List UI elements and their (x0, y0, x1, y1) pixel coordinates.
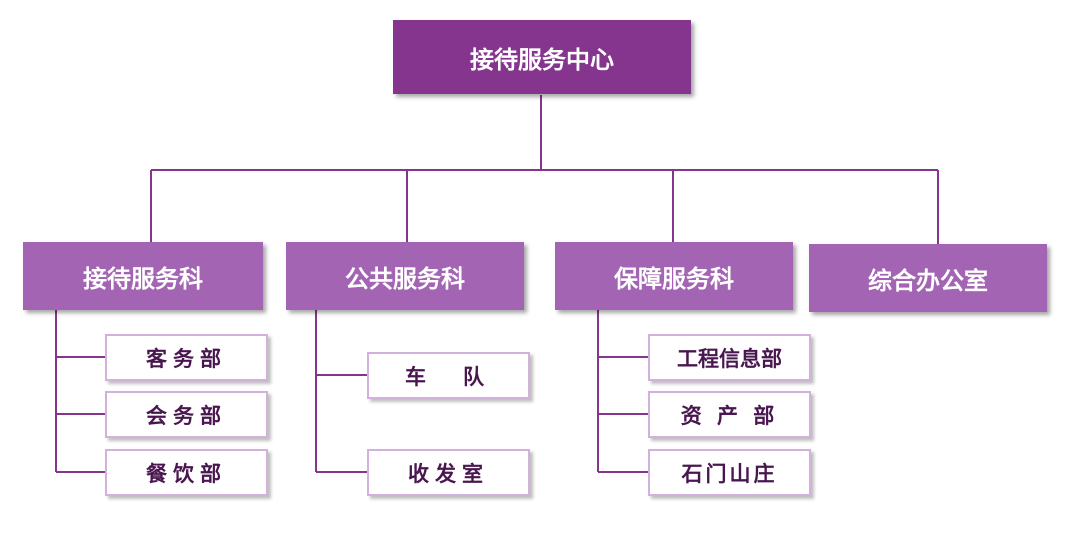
unit-node: 石门山庄 (648, 449, 811, 496)
unit-label: 工程信息部 (677, 346, 782, 371)
unit-node: 工程信息部 (648, 334, 811, 381)
unit-label: 收发室 (408, 461, 489, 486)
unit-node: 会务部 (105, 391, 268, 438)
department-label: 公共服务科 (345, 264, 465, 293)
department-node-support: 保障服务科 (555, 242, 793, 310)
unit-label: 客务部 (146, 346, 227, 371)
unit-node: 收发室 (367, 449, 530, 496)
unit-node: 资 产 部 (648, 391, 811, 438)
unit-label: 餐饮部 (146, 461, 227, 486)
department-node-reception: 接待服务科 (23, 242, 263, 310)
department-node-public: 公共服务科 (286, 242, 524, 310)
department-label: 接待服务科 (83, 264, 203, 293)
unit-node: 餐饮部 (105, 449, 268, 496)
root-node-label: 接待服务中心 (470, 45, 614, 74)
unit-label: 资 产 部 (680, 403, 779, 428)
unit-label: 车 队 (405, 364, 492, 389)
root-node: 接待服务中心 (393, 20, 691, 94)
unit-node: 客务部 (105, 334, 268, 381)
department-node-admin: 综合办公室 (809, 244, 1047, 312)
unit-node: 车 队 (367, 352, 530, 399)
department-label: 综合办公室 (868, 266, 988, 295)
unit-label: 石门山庄 (681, 461, 778, 486)
unit-label: 会务部 (146, 403, 227, 428)
department-label: 保障服务科 (614, 264, 734, 293)
